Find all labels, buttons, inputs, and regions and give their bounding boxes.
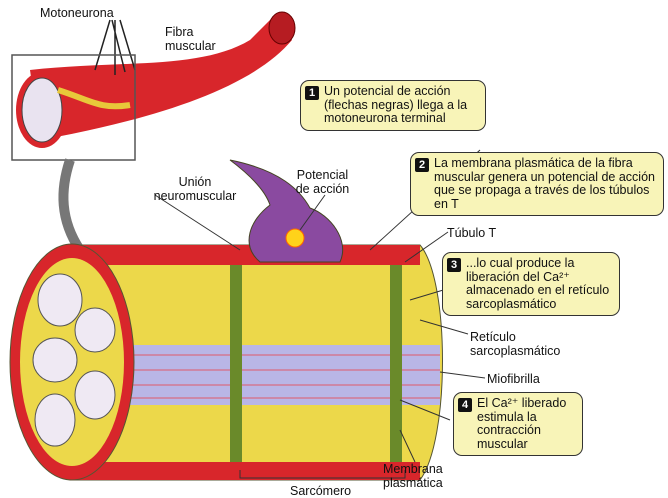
step-text-1: Un potencial de acción (flechas negras) …	[324, 84, 468, 125]
callout-step-3: 3 ...lo cual produce la liberación del C…	[442, 252, 620, 316]
sarcomere-bracket	[239, 470, 406, 479]
label-tubulo-t: Túbulo T	[447, 226, 497, 240]
myofibril-cross-sections	[32, 273, 116, 447]
step-number-2: 2	[415, 158, 429, 172]
label-sarcomero: Sarcómero	[290, 484, 352, 498]
step-text-3: ...lo cual produce la liberación del Ca²…	[466, 256, 610, 311]
step-number-3: 3	[447, 258, 461, 272]
label-membrana: Membrana plasmática	[383, 462, 443, 490]
callout-step-2: 2 La membrana plasmática de la fibra mus…	[410, 152, 664, 216]
zoom-arrow	[58, 158, 85, 253]
reticulum-small	[57, 87, 131, 110]
action-potential-star	[285, 228, 305, 248]
label-fibra-muscular: Fibra muscular	[165, 25, 216, 53]
inset-frame	[11, 54, 136, 161]
muscle-fiber-top	[30, 15, 292, 140]
step-text-2: La membrana plasmática de la fibra muscu…	[434, 156, 655, 211]
label-potencial-accion: Potencial de acción	[295, 168, 350, 196]
myofibrils-small	[21, 77, 63, 143]
t-tubule-1	[230, 265, 242, 462]
plasma-membrane-bottom	[70, 462, 420, 480]
fiber-bundle-end	[268, 11, 296, 45]
label-union-neuromuscular: Unión neuromuscular	[153, 175, 237, 203]
step-number-1: 1	[305, 86, 319, 100]
label-motoneurona: Motoneurona	[40, 6, 114, 20]
label-reticulo: Retículo sarcoplasmático	[470, 330, 561, 358]
label-miofibrilla: Miofibrilla	[487, 372, 540, 386]
step-number-4: 4	[458, 398, 472, 412]
neuron-terminal	[229, 159, 344, 263]
myofibril-striations	[80, 354, 440, 399]
t-tubule-2	[390, 265, 402, 462]
plasma-membrane-top	[70, 245, 420, 265]
callout-step-1: 1 Un potencial de acción (flechas negras…	[300, 80, 486, 131]
callout-step-4: 4 El Ca²⁺ liberado estimula la contracci…	[453, 392, 583, 456]
step-text-4: El Ca²⁺ liberado estimula la contracción…	[477, 396, 567, 451]
motor-neuron-axons	[94, 19, 136, 75]
